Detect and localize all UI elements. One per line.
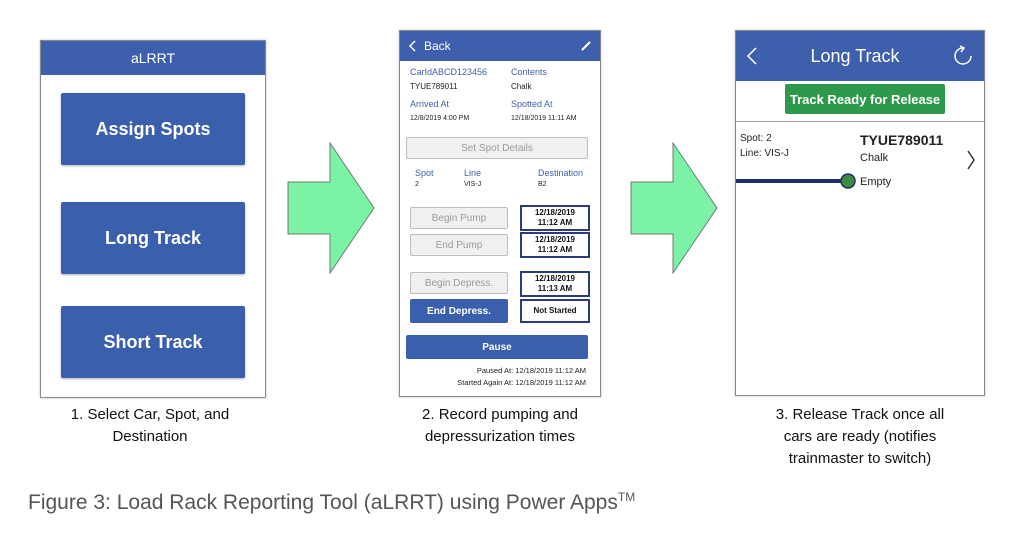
end-pump-button[interactable]: End Pump: [410, 234, 508, 256]
begin-depress-button[interactable]: Begin Depress.: [410, 272, 508, 294]
chevron-left-icon[interactable]: [746, 46, 758, 66]
end-depress-status-text: Not Started: [533, 306, 577, 315]
trademark-mark: TM: [617, 490, 636, 504]
spot-value: 2: [415, 181, 419, 188]
flow-arrow-1: [287, 142, 375, 274]
destination-label: Destination: [538, 168, 584, 178]
end-pump-date: 12/18/2019: [534, 235, 576, 244]
car-status: Empty: [860, 176, 892, 188]
end-depress-button[interactable]: End Depress.: [410, 299, 508, 323]
screen-2-car-details: Back CarIdABCD123456 TYUE789011 Contents…: [399, 30, 601, 397]
long-track-title-bar: Long Track: [736, 31, 984, 81]
end-pump-clock: 11:12 AM: [537, 245, 573, 254]
step-3-caption: 3. Release Track once all cars are ready…: [710, 404, 1010, 470]
details-title-bar: Back: [400, 31, 600, 61]
figure-caption-text: Figure 3: Load Rack Reporting Tool (aLRR…: [28, 491, 618, 514]
step-1-caption-line-1: 1. Select Car, Spot, and: [70, 406, 230, 423]
car-status-progress: [736, 173, 856, 189]
car-id: TYUE789011: [860, 132, 944, 148]
begin-depress-date: 12/18/2019: [534, 274, 576, 283]
spot-label: Spot: [415, 168, 434, 178]
step-1-caption-line-2: Destination: [112, 428, 188, 445]
pause-button[interactable]: Pause: [406, 335, 588, 359]
step-3-caption-line-2: cars are ready (notifies: [783, 428, 937, 445]
step-2-caption-line-1: 2. Record pumping and: [422, 406, 578, 423]
started-again-text: Started Again At: 12/18/2019 11:12 AM: [457, 378, 586, 387]
long-track-button[interactable]: Long Track: [61, 202, 245, 274]
car-spot: Spot: 2: [740, 133, 772, 144]
step-3-caption-line-3: trainmaster to switch): [788, 450, 932, 467]
back-label: Back: [424, 39, 451, 53]
begin-pump-time: 12/18/2019 11:12 AM: [520, 205, 590, 231]
end-pump-time: 12/18/2019 11:12 AM: [520, 232, 590, 258]
chevron-left-icon: [408, 40, 416, 52]
assign-spots-button[interactable]: Assign Spots: [61, 93, 245, 165]
begin-depress-time: 12/18/2019 11:13 AM: [520, 271, 590, 297]
spotted-at-label: Spotted At: [511, 99, 553, 109]
begin-pump-date: 12/18/2019: [534, 208, 576, 217]
screen-3-long-track: Long Track Track Ready for Release Spot:…: [735, 30, 985, 396]
figure-caption: Figure 3: Load Rack Reporting Tool (aLRR…: [28, 490, 635, 515]
destination-value: B2: [538, 181, 547, 188]
car-id-value: TYUE789011: [410, 82, 458, 91]
short-track-button[interactable]: Short Track: [61, 306, 245, 378]
begin-depress-clock: 11:13 AM: [537, 284, 573, 293]
end-depress-status: Not Started: [520, 299, 590, 323]
header-divider: [736, 121, 984, 122]
car-line: Line: VIS-J: [740, 148, 789, 159]
app-title: aLRRT: [130, 50, 176, 66]
arrived-at-value: 12/8/2019 4:00 PM: [410, 115, 470, 122]
chevron-right-icon[interactable]: [966, 149, 976, 171]
pencil-icon[interactable]: [580, 40, 592, 52]
flow-arrow-2: [630, 142, 718, 274]
contents-value: Chalk: [511, 82, 532, 91]
back-button[interactable]: Back: [408, 39, 451, 53]
paused-at-text: Paused At: 12/18/2019 11:12 AM: [476, 366, 586, 375]
line-value: VIS-J: [464, 181, 482, 188]
spotted-at-value: 12/18/2019 11:11 AM: [511, 115, 577, 122]
contents-label: Contents: [511, 67, 548, 77]
set-spot-details-button[interactable]: Set Spot Details: [406, 137, 588, 159]
app-title-bar: aLRRT: [41, 41, 265, 75]
step-3-caption-line-1: 3. Release Track once all: [775, 406, 945, 423]
begin-pump-clock: 11:12 AM: [537, 218, 573, 227]
car-id-label: CarIdABCD123456: [410, 67, 488, 77]
screen-1-home: aLRRT Assign Spots Long Track Short Trac…: [40, 40, 266, 398]
step-2-caption: 2. Record pumping and depressurization t…: [360, 404, 640, 448]
screen-title: Long Track: [810, 45, 900, 66]
car-contents: Chalk: [860, 152, 889, 164]
step-2-caption-line-2: depressurization times: [424, 428, 576, 445]
line-label: Line: [464, 168, 482, 178]
step-1-caption: 1. Select Car, Spot, and Destination: [0, 404, 300, 448]
refresh-icon[interactable]: [952, 45, 974, 67]
begin-pump-button[interactable]: Begin Pump: [410, 207, 508, 229]
track-ready-button[interactable]: Track Ready for Release: [785, 84, 945, 114]
arrived-at-label: Arrived At: [410, 99, 450, 109]
